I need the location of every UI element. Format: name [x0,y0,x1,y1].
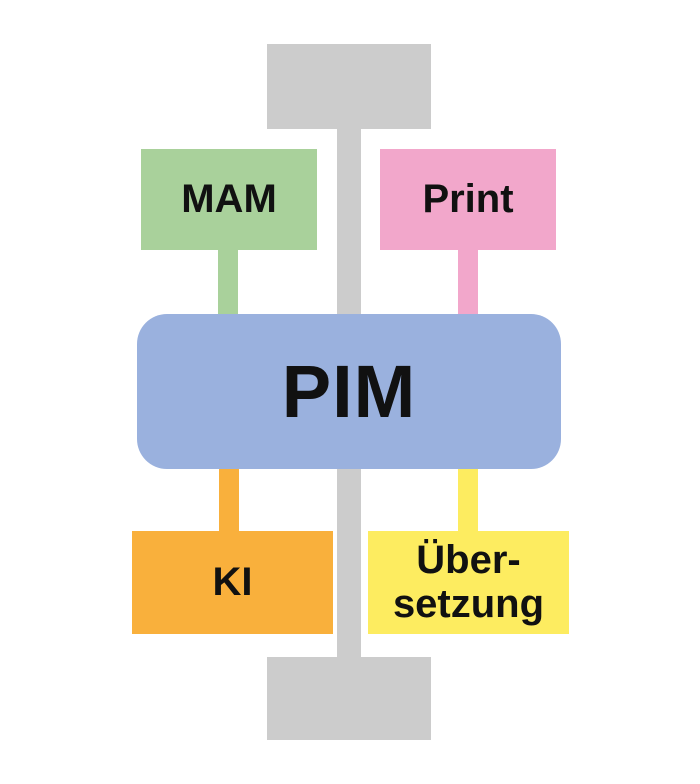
print-connector [458,250,478,316]
mam-label: MAM [181,176,277,221]
uebersetzung-connector [458,467,478,533]
uebersetzung-label-line2: setzung [392,581,545,626]
pim-box: PIM [137,314,561,469]
mam-connector [218,250,238,316]
uebersetzung-box: Über- setzung [368,531,569,634]
ki-connector [219,467,239,533]
ki-box: KI [132,531,333,634]
pim-label: PIM [281,350,417,433]
uebersetzung-label-line1: Über- [416,538,521,583]
ki-label: KI [212,559,253,604]
print-box: Print [380,149,556,250]
print-label: Print [422,176,514,221]
spine-bottom-block [267,657,431,740]
mam-box: MAM [141,149,317,250]
spine-top-block [267,44,431,129]
